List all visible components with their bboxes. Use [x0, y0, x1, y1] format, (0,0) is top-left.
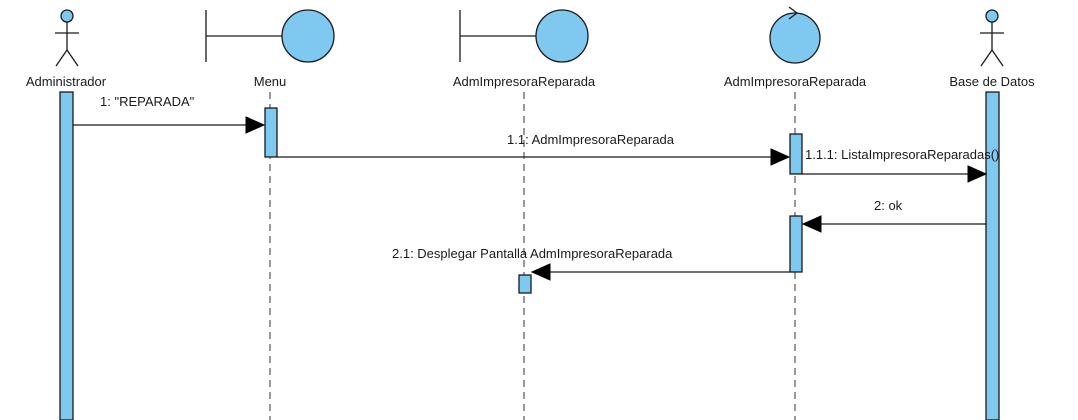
message-label: 2: ok — [874, 198, 903, 213]
activation-bar-base-de-datos — [985, 91, 1000, 420]
arrowhead-icon — [770, 148, 791, 166]
message-1-1-1[interactable]: 1.1.1: ListaImpresoraReparadas() — [802, 147, 999, 183]
boundary-icon — [459, 9, 589, 63]
lifeline-label-adm-control: AdmImpresoraReparada — [724, 74, 867, 89]
activation-bar-administrador — [59, 91, 74, 420]
activation-bar-adm-control-2 — [789, 215, 803, 273]
message-label: 2.1: Desplegar Pantalla AdmImpresoraRepa… — [392, 246, 673, 261]
arrowhead-icon — [967, 165, 988, 183]
message-label: 1: "REPARADA" — [100, 94, 195, 109]
arrowhead-icon — [801, 215, 822, 233]
lifeline-menu[interactable]: Menu — [205, 9, 335, 420]
activation-bar-adm-boundary — [518, 274, 532, 294]
actor-figure-icon — [55, 9, 79, 67]
boundary-icon — [205, 9, 335, 63]
lifeline-base-de-datos[interactable]: Base de Datos — [949, 9, 1035, 420]
arrowhead-icon — [245, 116, 266, 134]
message-label: 1.1.1: ListaImpresoraReparadas() — [805, 147, 999, 162]
message-2-1[interactable]: 2.1: Desplegar Pantalla AdmImpresoraRepa… — [392, 246, 790, 281]
lifeline-adm-control[interactable]: AdmImpresoraReparada — [724, 6, 867, 420]
control-icon — [769, 6, 821, 64]
activation-bar-menu — [264, 107, 278, 158]
message-2[interactable]: 2: ok — [801, 198, 986, 233]
lifeline-administrador[interactable]: Administrador — [26, 9, 107, 420]
activation-bar-adm-control-1 — [789, 133, 803, 175]
message-label: 1.1: AdmImpresoraReparada — [507, 132, 675, 147]
message-1[interactable]: 1: "REPARADA" — [73, 94, 266, 134]
message-1-1[interactable]: 1.1: AdmImpresoraReparada — [277, 132, 791, 166]
actor-figure-icon — [980, 9, 1004, 67]
lifeline-label-administrador: Administrador — [26, 74, 107, 89]
lifeline-label-base-de-datos: Base de Datos — [949, 74, 1035, 89]
lifeline-adm-boundary[interactable]: AdmImpresoraReparada — [453, 9, 596, 420]
lifeline-label-adm-boundary: AdmImpresoraReparada — [453, 74, 596, 89]
arrowhead-icon — [530, 263, 551, 281]
lifeline-label-menu: Menu — [254, 74, 287, 89]
